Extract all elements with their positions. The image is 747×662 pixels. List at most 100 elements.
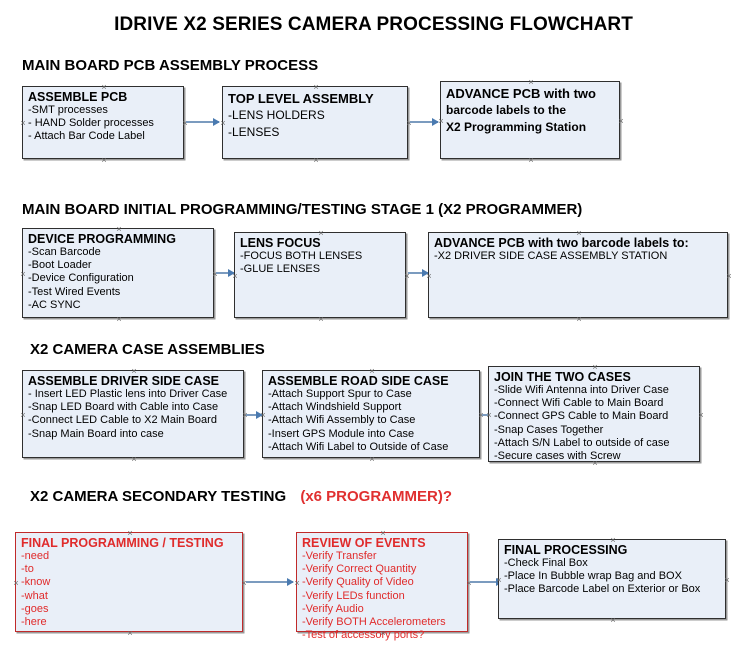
connection-handle-top[interactable] [313, 84, 320, 91]
box-assemble-pcb[interactable]: ASSEMBLE PCB -SMT processes - HAND Solde… [22, 86, 184, 159]
box-item: -Attach S/N Label to outside of case [494, 436, 670, 449]
connection-handle-left[interactable] [20, 271, 27, 278]
box-top-level-assembly[interactable]: TOP LEVEL ASSEMBLY -LENS HOLDERS -LENSES [222, 86, 408, 159]
arrow-final-programming-to-review [246, 578, 294, 586]
box-item: -Insert GPS Module into Case [268, 427, 415, 440]
box-assemble-driver-side-case[interactable]: ASSEMBLE DRIVER SIDE CASE - Insert LED P… [22, 370, 244, 458]
box-items: -Attach Support Spur to Case -Attach Win… [268, 388, 475, 454]
connection-handle-top[interactable] [369, 368, 376, 375]
box-lens-focus[interactable]: LENS FOCUS -FOCUS BOTH LENSES -GLUE LENS… [234, 232, 406, 318]
connection-handle-bottom[interactable] [380, 630, 387, 637]
box-title: ASSEMBLE PCB [28, 90, 128, 104]
box-final-programming-testing[interactable]: FINAL PROGRAMMING / TESTING -need -to -k… [15, 532, 243, 632]
arrow-top-level-to-advance-pcb [410, 118, 439, 126]
box-item: -X2 DRIVER SIDE CASE ASSEMBLY STATION [434, 250, 668, 262]
connection-handle-bottom[interactable] [528, 157, 535, 164]
connection-handle-top[interactable] [127, 530, 134, 537]
box-title: REVIEW OF EVENTS [302, 536, 426, 550]
connection-handle-bottom[interactable] [318, 316, 325, 323]
connection-handle-top[interactable] [380, 530, 387, 537]
box-item: -Snap Main Board into case [28, 427, 164, 440]
connection-handle-top[interactable] [101, 84, 108, 91]
box-item: -Connect Wifi Cable to Main Board [494, 397, 664, 410]
connection-handle-left[interactable] [20, 412, 27, 419]
connection-handle-bottom[interactable] [127, 630, 134, 637]
connection-handle-top[interactable] [528, 79, 535, 86]
box-review-of-events[interactable]: REVIEW OF EVENTS -Verify Transfer -Verif… [294, 530, 468, 641]
connection-handle-left[interactable] [294, 580, 301, 587]
connection-handle-bottom[interactable] [610, 617, 617, 624]
connection-handle-top[interactable] [116, 226, 123, 233]
connection-handle-bottom[interactable] [576, 316, 583, 323]
box-item: -goes [21, 602, 49, 615]
connection-handle-right[interactable] [618, 118, 625, 125]
connection-handle-bottom[interactable] [101, 157, 108, 164]
box-device-programming[interactable]: DEVICE PROGRAMMING -Scan Barcode -Boot L… [22, 228, 214, 318]
section-header-main-board-pcb-assembly: MAIN BOARD PCB ASSEMBLY PROCESS [22, 57, 319, 74]
connection-handle-top[interactable] [131, 368, 138, 375]
connection-handle-left[interactable] [438, 118, 445, 125]
box-items: -Slide Wifi Antenna into Driver Case -Co… [494, 384, 695, 463]
connection-handle-left[interactable] [232, 273, 239, 280]
box-assemble-road-side-case[interactable]: ASSEMBLE ROAD SIDE CASE -Attach Support … [262, 370, 480, 458]
box-title: ASSEMBLE ROAD SIDE CASE [268, 374, 449, 388]
box-title: FINAL PROCESSING [504, 543, 628, 557]
box-title: TOP LEVEL ASSEMBLY [228, 91, 374, 106]
connection-handle-left[interactable] [220, 120, 227, 127]
connection-handle-left[interactable] [486, 412, 493, 419]
box-item: -Test Wired Events [28, 285, 121, 298]
box-item: -here [21, 616, 47, 629]
box-items: -Verify Transfer -Verify Correct Quantit… [302, 550, 463, 642]
box-item: -Boot Loader [28, 259, 92, 272]
box-item: -Attach Wifi Label to Outside of Case [268, 440, 449, 453]
box-item: -Connect LED Cable to X2 Main Board [28, 414, 217, 427]
box-item: -Attach Wifi Assembly to Case [268, 414, 416, 427]
connection-handle-top[interactable] [592, 364, 599, 371]
section-header-label: X2 CAMERA SECONDARY TESTING [30, 488, 287, 505]
box-item: -Snap Cases Together [494, 423, 604, 436]
section-header-accent: (x6 PROGRAMMER)? [300, 488, 452, 505]
box-final-processing[interactable]: FINAL PROCESSING -Check Final Box -Place… [498, 539, 726, 619]
box-item: -know [21, 576, 51, 589]
section-header-x2-camera-secondary-testing: X2 CAMERA SECONDARY TESTING (x6 PROGRAMM… [30, 488, 452, 505]
box-advance-pcb-driver-side-case[interactable]: ADVANCE PCB with two barcode labels to: … [428, 232, 728, 318]
connection-handle-left[interactable] [13, 580, 20, 587]
connection-handle-bottom[interactable] [313, 157, 320, 164]
connection-handle-top[interactable] [318, 230, 325, 237]
box-item: -to [21, 563, 34, 576]
box-items: - Insert LED Plastic lens into Driver Ca… [28, 388, 239, 441]
box-item: -Place Barcode Label on Exterior or Box [504, 583, 701, 596]
connection-handle-top[interactable] [576, 230, 583, 237]
box-items: barcode labels to the X2 Programming Sta… [446, 102, 615, 136]
page-title: IDRIVE X2 SERIES CAMERA PROCESSING FLOWC… [114, 14, 633, 35]
section-header-main-board-initial-programming: MAIN BOARD INITIAL PROGRAMMING/TESTING S… [22, 201, 583, 218]
box-advance-pcb-programming-station[interactable]: ADVANCE PCB with two barcode labels to t… [440, 81, 620, 159]
box-items: -LENS HOLDERS -LENSES [228, 107, 403, 141]
box-item: -what [21, 589, 48, 602]
connection-handle-bottom[interactable] [592, 460, 599, 467]
box-item: -FOCUS BOTH LENSES [240, 250, 363, 262]
box-item: -Verify BOTH Accelerometers [302, 616, 446, 629]
connection-handle-left[interactable] [260, 412, 267, 419]
box-join-the-two-cases[interactable]: JOIN THE TWO CASES -Slide Wifi Antenna i… [488, 366, 700, 462]
connection-handle-bottom[interactable] [369, 456, 376, 463]
box-title: ADVANCE PCB with two [446, 86, 596, 101]
connection-handle-right[interactable] [724, 577, 731, 584]
connection-handle-top[interactable] [610, 537, 617, 544]
connection-handle-left[interactable] [426, 273, 433, 280]
connection-handle-bottom[interactable] [131, 456, 138, 463]
connection-handle-bottom[interactable] [116, 316, 123, 323]
section-header-x2-camera-case-assemblies: X2 CAMERA CASE ASSEMBLIES [30, 341, 265, 358]
box-item: - HAND Solder processes [28, 117, 154, 130]
box-items: -need -to -know -what -goes -here [21, 550, 238, 629]
connection-handle-left[interactable] [20, 120, 27, 127]
box-title: ASSEMBLE DRIVER SIDE CASE [28, 374, 220, 388]
connection-handle-left[interactable] [496, 577, 503, 584]
box-item: -Verify Quality of Video [302, 576, 414, 589]
box-item: - Insert LED Plastic lens into Driver Ca… [28, 388, 228, 400]
box-item: -Verify LEDs function [302, 589, 405, 602]
connection-handle-right[interactable] [698, 412, 705, 419]
connection-handle-right[interactable] [726, 273, 733, 280]
box-item: barcode labels to the [446, 103, 567, 117]
